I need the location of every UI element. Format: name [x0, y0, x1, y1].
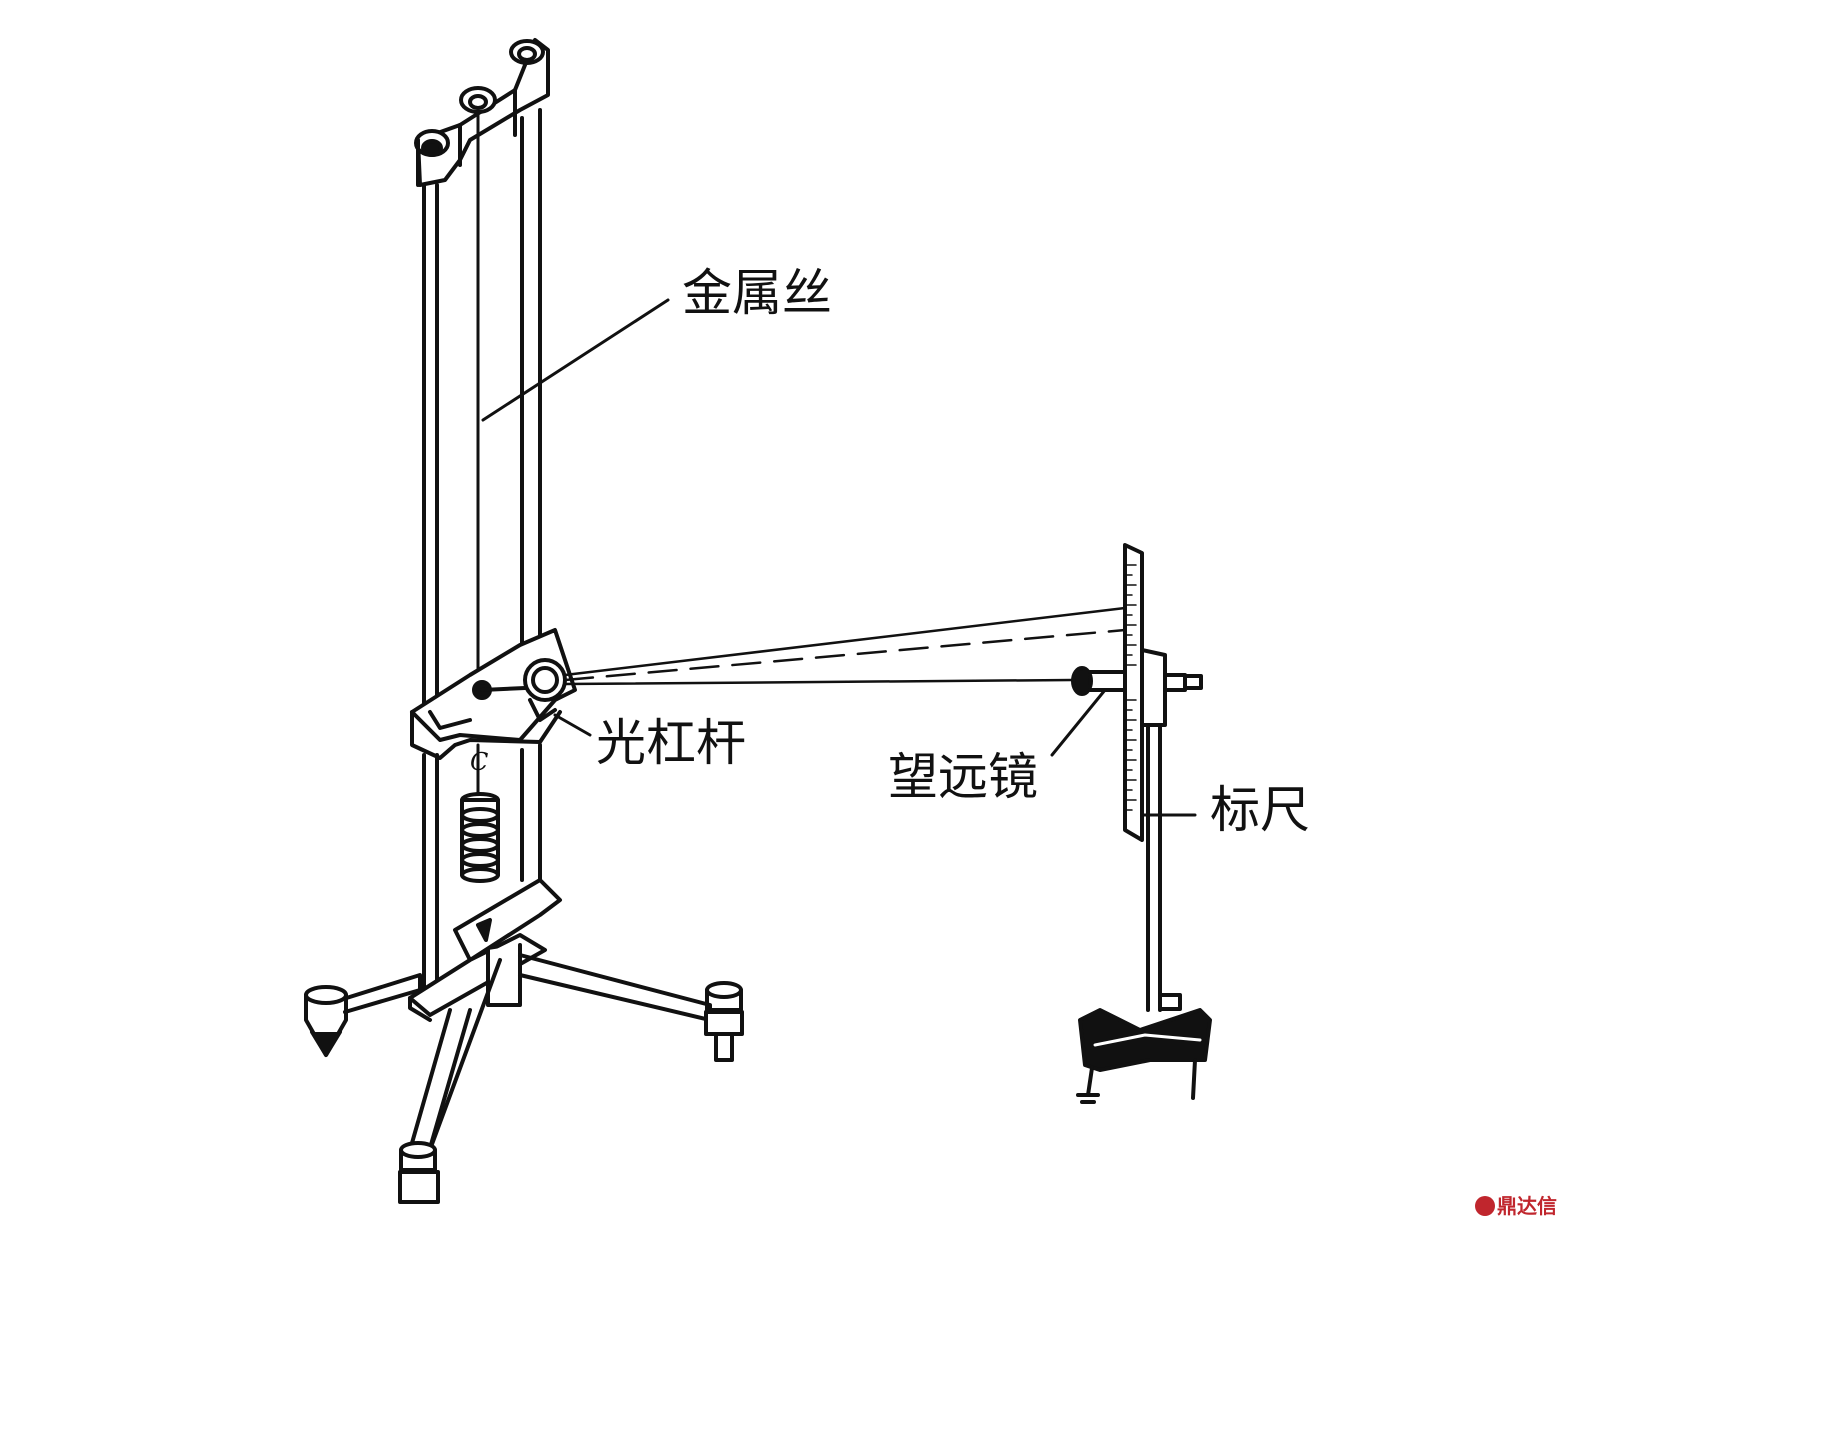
label-optical-lever: 光杠杆 [596, 714, 746, 772]
label-scale: 标尺 [1210, 781, 1310, 839]
tripod-base [304, 943, 744, 1204]
scale-ruler [1123, 543, 1197, 842]
weight-hanger: C [460, 743, 500, 883]
scale-stand [1076, 648, 1212, 1104]
apparatus-diagram: C [304, 38, 1212, 1204]
wire-label-leader [481, 298, 670, 422]
label-metal-wire: 金属丝 [682, 264, 832, 322]
light-beams [563, 606, 1127, 686]
watermark-text: 鼎达信 [1497, 1194, 1557, 1218]
weight-mark: C [470, 748, 488, 776]
column-rods [422, 108, 542, 1002]
top-crossbar [414, 38, 550, 187]
young-modulus-apparatus: C [304, 38, 1212, 1204]
watermark-logo-icon [1475, 1196, 1495, 1216]
watermark: 鼎达信 [1475, 1190, 1557, 1219]
label-telescope: 望远镜 [888, 748, 1038, 806]
